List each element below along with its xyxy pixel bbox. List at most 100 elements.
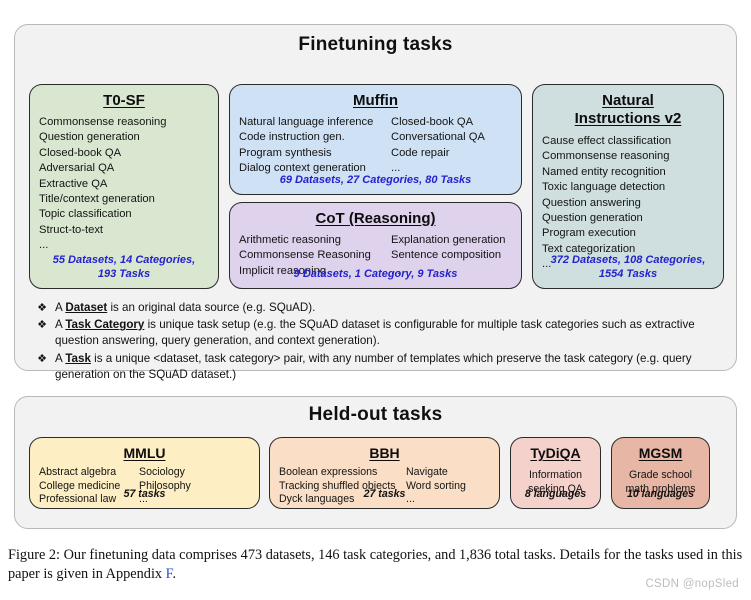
card-bbh-items: Boolean expressions Tracking shuffled ob… (279, 466, 490, 507)
card-cot-reasoning: CoT (Reasoning) Arithmetic reasoning Com… (229, 202, 522, 289)
list-item: Dyck languages (279, 493, 355, 506)
card-tydiqa-stats: 8 languages (524, 487, 587, 500)
list-item: Word sorting (406, 479, 466, 492)
list-item: Program execution (542, 227, 636, 240)
list-item: Conversational QA (391, 131, 485, 144)
list-item: Named entity recognition (542, 165, 666, 178)
card-natural-instructions-v2: Natural Instructions v2 Cause effect cla… (532, 84, 724, 289)
list-item: Commonsense Reasoning (239, 249, 371, 262)
definition-prefix: A (55, 301, 66, 314)
list-item: Title/context generation (39, 193, 155, 206)
list-item: Closed-book QA (39, 146, 122, 159)
card-tydiqa-items: Information seeking QA (520, 469, 591, 496)
card-natural-instructions-title: Natural Instructions v2 (542, 92, 714, 128)
list-item-ellipsis: ... (391, 264, 401, 277)
card-tydiqa-column-1: Information seeking QA (528, 469, 583, 496)
diamond-bullet-icon: ❖ (37, 352, 47, 365)
card-muffin-stats: 69 Datasets, 27 Categories, 80 Tasks (279, 173, 472, 186)
card-mgsm: MGSM Grade school math problems 10 langu… (611, 437, 710, 509)
card-mgsm-title: MGSM (638, 445, 683, 461)
card-tydiqa-title: TyDiQA (530, 445, 581, 461)
list-item: Question generation (542, 212, 643, 225)
card-bbh: BBH Boolean expressions Tracking shuffle… (269, 437, 500, 509)
definition-row-dataset: ❖ A Dataset is an original data source (… (29, 300, 729, 316)
card-mmlu-column-2: Sociology Philosophy ... (139, 466, 191, 507)
list-item: math problems (625, 482, 696, 495)
list-item-ellipsis: ... (391, 162, 401, 175)
list-item: Information (528, 469, 582, 481)
definition-text-task: A Task is a unique <dataset, task catego… (55, 351, 729, 383)
definitions-list: ❖ A Dataset is an original data source (… (29, 300, 729, 384)
card-natural-instructions-column-1: Cause effect classification Commonsense … (542, 134, 671, 273)
list-item: Code instruction gen. (239, 131, 345, 144)
held-out-tasks-panel: Held-out tasks MMLU Abstract algebra Col… (14, 396, 737, 529)
list-item: Question generation (39, 131, 140, 144)
card-natural-instructions-stats: 372 Datasets, 108 Categories, 1554 Tasks (542, 254, 714, 281)
watermark: CSDN @nopSled (645, 578, 739, 590)
list-item-ellipsis: ... (39, 239, 49, 252)
definition-row-task: ❖ A Task is a unique <dataset, task cate… (29, 351, 729, 383)
list-item-ellipsis: ... (406, 493, 415, 506)
list-item: Toxic language detection (542, 181, 666, 194)
card-cot-title: CoT (Reasoning) (315, 210, 436, 227)
figure-caption: Figure 2: Our finetuning data comprises … (8, 546, 743, 583)
card-muffin-title: Muffin (353, 92, 398, 109)
list-item: Extractive QA (39, 177, 108, 190)
list-item: Tracking shuffled objects (279, 479, 396, 492)
list-item: Topic classification (39, 208, 132, 221)
held-out-panel-title: Held-out tasks (308, 404, 443, 425)
list-item: Sentence composition (391, 249, 502, 262)
card-title-line-1: Natural (602, 92, 654, 109)
definition-term: Dataset (65, 301, 108, 314)
card-mgsm-column-1: Grade school math problems (625, 469, 695, 496)
list-item: seeking QA (528, 482, 583, 495)
card-bbh-title: BBH (369, 445, 400, 461)
card-mmlu-title: MMLU (123, 445, 166, 461)
list-item: Cause effect classification (542, 135, 672, 147)
card-bbh-column-1: Boolean expressions Tracking shuffled ob… (279, 466, 406, 507)
diamond-bullet-icon: ❖ (37, 302, 47, 314)
definition-suffix: is an original data source (e.g. SQuAD). (107, 301, 316, 314)
card-muffin: Muffin Natural language inference Code i… (229, 84, 522, 195)
list-item: Boolean expressions (279, 466, 378, 478)
card-t0-sf-column-1: Commonsense reasoning Question generatio… (39, 115, 166, 254)
list-item: Arithmetic reasoning (239, 234, 341, 246)
card-mmlu-column-1: Abstract algebra College medicine Profes… (39, 466, 139, 507)
card-mmlu: MMLU Abstract algebra College medicine P… (29, 437, 260, 509)
stats-line-1: 372 Datasets, 108 Categories, (550, 254, 706, 266)
card-muffin-column-2: Closed-book QA Conversational QA Code re… (391, 115, 485, 177)
list-item: Struct-to-text (39, 223, 104, 236)
diamond-bullet-icon: ❖ (37, 319, 47, 332)
list-item-ellipsis: ... (139, 493, 148, 506)
list-item-ellipsis: ... (542, 258, 552, 271)
definition-row-task-category: ❖ A Task Category is unique task setup (… (29, 317, 729, 349)
card-t0-sf-stats: 55 Datasets, 14 Categories, 193 Tasks (39, 254, 209, 281)
card-tydiqa: TyDiQA Information seeking QA 8 language… (510, 437, 601, 509)
card-bbh-column-2: Navigate Word sorting ... (406, 466, 466, 507)
card-bbh-stats: 27 tasks (363, 487, 406, 500)
card-mgsm-stats: 10 languages (626, 487, 695, 500)
stats-line-2: 193 Tasks (97, 267, 151, 280)
finetuning-panel-title: Finetuning tasks (298, 34, 453, 55)
definition-text-task-category: A Task Category is unique task setup (e.… (55, 317, 729, 349)
card-muffin-items: Natural language inference Code instruct… (239, 115, 512, 177)
list-item: Closed-book QA (391, 116, 474, 128)
list-item: Sociology (139, 466, 185, 478)
list-item: Program synthesis (239, 146, 332, 159)
card-cot-column-2: Explanation generation Sentence composit… (391, 233, 505, 279)
stats-line-1: 55 Datasets, 14 Categories, (52, 254, 196, 266)
definition-suffix: is a unique <dataset, task category> pai… (55, 351, 692, 381)
list-item: Dialog context generation (239, 162, 366, 175)
list-item: Commonsense reasoning (39, 116, 167, 128)
card-muffin-column-1: Natural language inference Code instruct… (239, 115, 391, 177)
stats-line-2: 1554 Tasks (598, 267, 658, 280)
list-item: Question answering (542, 196, 641, 209)
card-title-line-2: Instructions v2 (574, 110, 682, 127)
list-item: Implicit reasoning (239, 264, 327, 277)
caption-appendix-link[interactable]: F (165, 565, 173, 582)
card-mmlu-stats: 57 tasks (123, 487, 166, 500)
list-item: Adversarial QA (39, 162, 115, 175)
caption-text-before-link: Figure 2: Our finetuning data comprises … (8, 547, 743, 582)
card-mgsm-items: Grade school math problems (621, 469, 700, 496)
definition-term: Task Category (65, 318, 145, 332)
